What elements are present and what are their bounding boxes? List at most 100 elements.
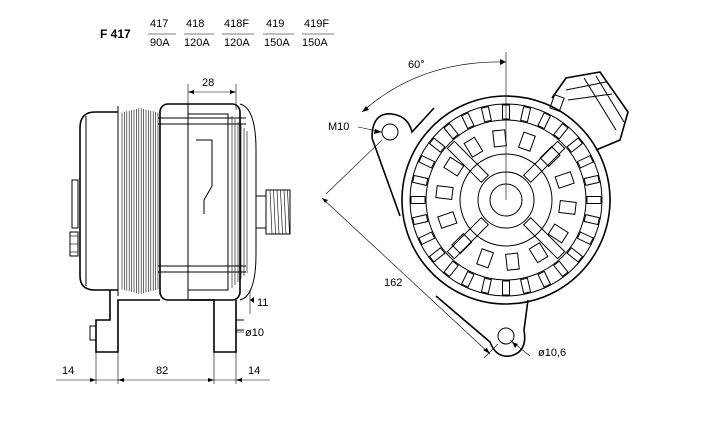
inner-slot [451,232,473,255]
terminal-block [71,179,79,229]
rear-cover [79,111,118,291]
shaft-collar [255,195,267,229]
spoke [522,216,566,260]
front-view [371,71,629,358]
angle-label: 60° [408,59,425,71]
vent-slot [418,231,436,246]
model-title: F 417 [100,27,131,41]
variant-code: 418F [224,18,249,30]
inner-slot [539,145,561,168]
inner-slot [492,129,507,148]
variant-rating: 90A [150,37,170,49]
variant-418: 418 120A [184,18,214,49]
thread-line [273,189,276,235]
spoke [446,216,490,260]
vent-slot [443,260,459,278]
front-housing [239,103,257,301]
connector-housing [551,71,629,151]
variant-rating: 120A [224,37,250,49]
vent-slot [410,196,426,204]
vent-slot [480,106,492,123]
dim-162: 162 [384,277,402,289]
variant-418f: 418F 120A [222,18,254,49]
pulley-shaft [265,189,291,235]
vent-slot [537,112,552,130]
rear-foot [95,290,160,353]
front-fins [231,116,248,288]
spokes [446,140,566,260]
inner-slot [443,156,465,177]
header-table: F 417 417 90A 418 120A 418F 120A 419 150… [100,18,334,49]
thread-line [269,189,273,235]
side-dimensions: 28 11 ø10 14 82 14 [56,77,270,384]
angle-arc [361,61,507,113]
vent-slot [460,112,475,130]
vent-slot [428,247,446,263]
inner-slot [505,252,520,271]
inner-slot [547,223,569,244]
upper-ear [371,107,435,139]
thread-line [276,189,280,235]
dim-foot-hole: ø10 [245,327,264,339]
variant-419f: 419F 150A [302,18,334,49]
inner-slot [476,248,495,269]
inner-slot [463,136,484,158]
shaft-threads [269,189,290,235]
dim-11: 11 [257,297,268,309]
vent-slot [428,137,446,153]
variant-code: 418 [186,18,204,30]
stator-core [187,113,229,291]
front-dimensions: 60° M10 162 ø10,6 [321,52,566,359]
vent-slot [566,247,584,263]
rear-fins [121,108,159,294]
stator-lead [196,139,213,214]
variant-417: 417 90A [148,18,176,49]
vent-slot [443,122,459,140]
rear-foot-nub [89,325,97,341]
dim-line-162 [321,197,491,355]
vent-slot [520,277,532,294]
dim-82: 82 [156,365,168,377]
front-foot [190,299,237,353]
vent-slot [566,137,584,153]
vent-slot [502,280,510,296]
thread-line [287,189,290,235]
dim-28: 28 [202,77,214,89]
variant-code: 419F [304,18,329,30]
vent-slots [410,104,602,296]
inner-slot [435,185,454,201]
vent-slot [412,214,429,226]
variant-rating: 120A [184,37,210,49]
inner-slot [528,242,549,264]
dim-right-14: 14 [248,365,260,377]
ear-edge-left [371,137,401,217]
vent-slot [583,214,600,226]
vent-slot [576,231,594,246]
side-view [69,103,291,353]
vent-slot [460,270,475,288]
dim-left-14: 14 [62,365,74,377]
variant-rating: 150A [264,37,290,49]
upper-ear-hole [381,123,399,141]
spoke [522,140,566,184]
inner-slot [558,199,577,215]
variant-419: 419 150A [263,18,294,49]
thread-line [280,189,283,235]
thread-label: M10 [328,121,349,133]
lower-hole-label: ø10,6 [538,347,566,359]
inner-slot [554,171,575,189]
vent-slot [553,260,569,278]
spoke [446,140,490,184]
vent-slot [520,106,532,123]
inner-slot [517,131,536,152]
vent-slot [586,196,602,204]
variant-code: 417 [150,18,168,30]
lower-ear [435,295,529,358]
inner-slot [437,211,458,229]
vent-slot [583,174,600,186]
thread-line [283,189,287,235]
variant-code: 419 [266,18,284,30]
variant-rating: 150A [302,37,328,49]
vent-slot [418,154,436,169]
